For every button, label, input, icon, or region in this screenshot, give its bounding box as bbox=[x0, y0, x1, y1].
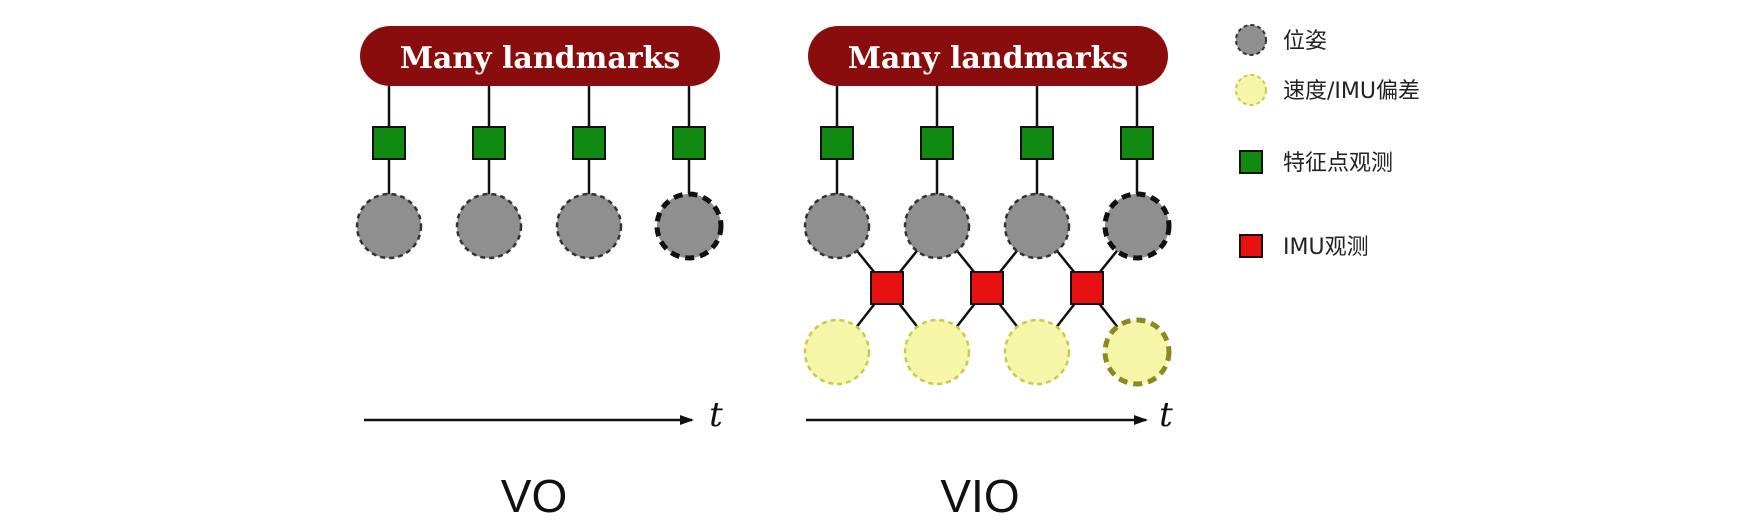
vo-panel: Many landmarks t VO bbox=[355, 26, 724, 522]
vo-landmarks-label: Many landmarks bbox=[400, 41, 681, 76]
vo-caption: VO bbox=[501, 470, 567, 522]
vio-pose-2 bbox=[903, 192, 971, 260]
legend-item-velocity-bias: 速度/IMU偏差 bbox=[1235, 74, 1420, 106]
vio-imu-obs-1 bbox=[870, 271, 904, 305]
vio-imu-obs-3 bbox=[1070, 271, 1104, 305]
vio-landmarks-label: Many landmarks bbox=[848, 41, 1129, 76]
vio-velocity-bias-3 bbox=[1003, 318, 1071, 386]
legend-feature-obs-label: 特征点观测 bbox=[1283, 151, 1393, 176]
vo-feature-obs-3 bbox=[572, 126, 606, 160]
legend-item-pose: 位姿 bbox=[1235, 24, 1327, 56]
vio-feature-obs-1 bbox=[820, 126, 854, 160]
legend-pose-swatch bbox=[1235, 24, 1267, 56]
vio-axis-label: t bbox=[1159, 395, 1173, 435]
vio-imu-obs-2 bbox=[970, 271, 1004, 305]
legend-pose-label: 位姿 bbox=[1283, 29, 1327, 54]
legend-item-feature-obs: 特征点观测 bbox=[1239, 150, 1393, 176]
vio-velocity-bias-2 bbox=[903, 318, 971, 386]
vio-velocity-bias-1 bbox=[803, 318, 871, 386]
legend-imu-obs-label: IMU观测 bbox=[1283, 235, 1369, 260]
vio-pose-3 bbox=[1003, 192, 1071, 260]
legend-velocity-bias-label: 速度/IMU偏差 bbox=[1283, 79, 1420, 104]
legend-item-imu-obs: IMU观测 bbox=[1239, 234, 1369, 260]
vio-edges bbox=[835, 80, 1139, 353]
vo-pose-3 bbox=[555, 192, 623, 260]
legend-feature-obs-swatch bbox=[1239, 150, 1263, 174]
vio-caption: VIO bbox=[940, 470, 1019, 522]
legend: 位姿 速度/IMU偏差 特征点观测 IMU观测 bbox=[1235, 24, 1420, 260]
vo-feature-obs-1 bbox=[372, 126, 406, 160]
vo-pose-1 bbox=[355, 192, 423, 260]
vio-pose-1 bbox=[803, 192, 871, 260]
vo-landmarks-bar: Many landmarks bbox=[360, 26, 720, 86]
vio-pose-4 bbox=[1102, 191, 1172, 261]
vo-axis-label: t bbox=[709, 395, 723, 435]
vo-pose-2 bbox=[455, 192, 523, 260]
vio-feature-obs-2 bbox=[920, 126, 954, 160]
vo-feature-obs-2 bbox=[472, 126, 506, 160]
legend-imu-obs-swatch bbox=[1239, 234, 1263, 258]
vio-velocity-bias-4 bbox=[1102, 317, 1172, 387]
vio-feature-obs-3 bbox=[1020, 126, 1054, 160]
vo-feature-obs-4 bbox=[672, 126, 706, 160]
vo-edges bbox=[387, 80, 691, 200]
vio-panel: Many landmarks t VIO bbox=[803, 26, 1173, 522]
vio-landmarks-bar: Many landmarks bbox=[808, 26, 1168, 86]
legend-velocity-bias-swatch bbox=[1235, 74, 1267, 106]
vo-pose-4 bbox=[654, 191, 724, 261]
vio-feature-obs-4 bbox=[1120, 126, 1154, 160]
